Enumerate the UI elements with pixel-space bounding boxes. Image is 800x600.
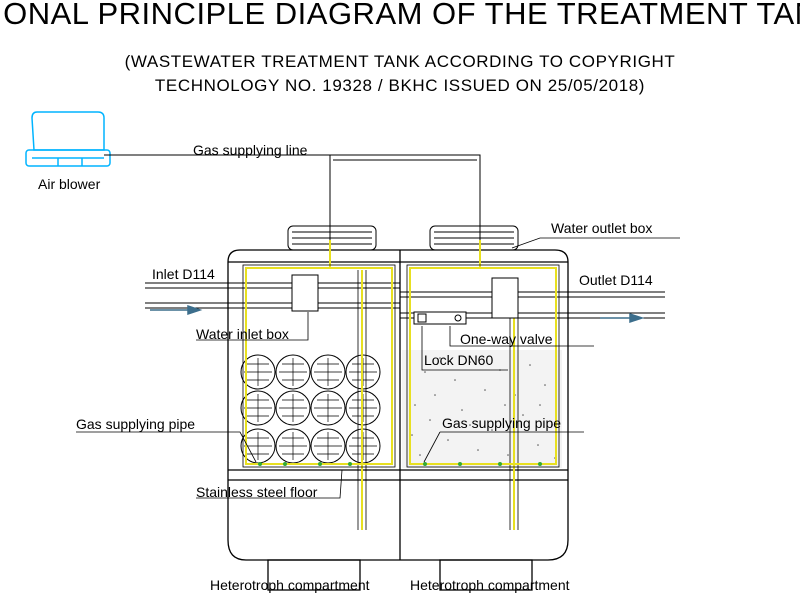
water-inlet-box-label: Water inlet box xyxy=(196,326,289,342)
bio-ball-media xyxy=(240,354,381,464)
gas-supplying-pipe-floor xyxy=(246,462,556,466)
air-blower-icon xyxy=(25,111,111,167)
air-blower-label: Air blower xyxy=(38,176,101,192)
diagram-title: IONAL PRINCIPLE DIAGRAM OF THE TREATMENT… xyxy=(0,0,800,31)
subtitle-line-1: (WASTEWATER TREATMENT TANK ACCORDING TO … xyxy=(124,52,676,71)
inlet-pipe xyxy=(145,282,400,309)
outlet-label: Outlet D114 xyxy=(579,272,653,288)
gas-supplying-line-label: Gas supplying line xyxy=(193,142,308,158)
inlet-label: Inlet D114 xyxy=(152,266,215,282)
gas-supplying-pipe-left-label: Gas supplying pipe xyxy=(76,416,196,432)
subtitle-line-2: TECHNOLOGY NO. 19328 / BKHC ISSUED ON 25… xyxy=(154,76,646,95)
gas-supplying-line xyxy=(104,154,481,240)
compartment-left-label: Heterotroph compartment xyxy=(210,577,370,593)
manhole-right xyxy=(429,225,519,251)
gas-supplying-pipe-right-label: Gas supplying pipe xyxy=(442,415,562,431)
one-way-valve-label: One-way valve xyxy=(460,331,553,347)
water-inlet-box xyxy=(291,274,319,312)
leader-lines xyxy=(76,237,680,499)
compartment-right-label: Heterotroph compartment xyxy=(410,577,570,593)
one-way-valve xyxy=(413,311,467,325)
water-outlet-box-label: Water outlet box xyxy=(551,220,653,236)
gas-pipe-frame xyxy=(245,240,557,530)
flow-arrows xyxy=(150,304,645,324)
stainless-steel-floor-label: Stainless steel floor xyxy=(196,484,318,500)
water-outlet-box xyxy=(491,277,519,319)
lock-label: Lock DN60 xyxy=(424,352,494,368)
manhole-left xyxy=(287,225,377,251)
tank-body xyxy=(227,249,569,591)
